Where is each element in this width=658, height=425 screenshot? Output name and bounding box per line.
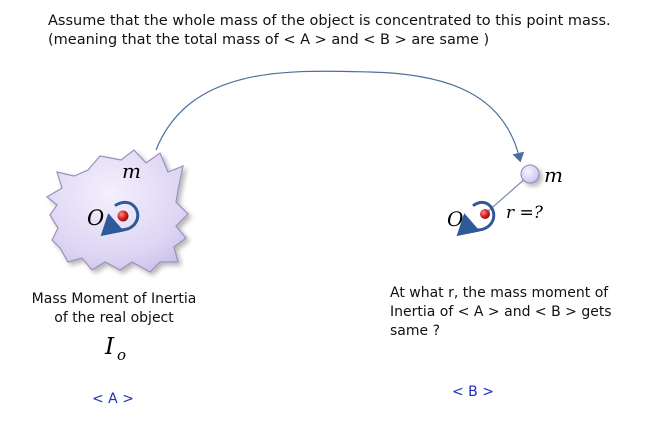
rotation-arrow-a: [100, 200, 140, 237]
rotation-axis-point-b: [480, 209, 490, 219]
rotation-axis-point-a: [117, 210, 129, 222]
origin-symbol-b: O: [447, 207, 463, 231]
note-line-2: (meaning that the total mass of < A > an…: [48, 32, 490, 48]
caption-a-line-1: Mass Moment of Inertia: [31, 291, 197, 307]
question-b-line-2: Inertia of < A > and < B > gets: [390, 304, 612, 320]
point-mass: [520, 164, 540, 184]
assumption-note: Assume that the whole mass of the object…: [48, 12, 648, 50]
inertia-symbol: I: [104, 334, 115, 360]
inertia-subscript: o: [117, 346, 126, 364]
radius-line: [485, 176, 528, 214]
question-b: At what r, the mass moment of Inertia of…: [390, 284, 652, 341]
question-b-line-3: same ?: [390, 323, 441, 339]
note-line-1: Assume that the whole mass of the object…: [48, 13, 611, 29]
tag-b: < B >: [452, 384, 494, 400]
mass-symbol-b: m: [544, 163, 563, 187]
radius-question: r =?: [506, 203, 544, 223]
mass-symbol-a: m: [122, 159, 141, 183]
caption-a: Mass Moment of Inertia of the real objec…: [14, 290, 214, 328]
rotation-arrow-b: [456, 200, 496, 237]
caption-a-line-2: of the real object: [54, 310, 174, 326]
tag-a: < A >: [92, 391, 134, 407]
origin-symbol-a: O: [87, 206, 104, 230]
real-object-blob: [45, 149, 189, 273]
question-b-line-1: At what r, the mass moment of: [390, 285, 609, 301]
transfer-arrow: [155, 70, 525, 163]
